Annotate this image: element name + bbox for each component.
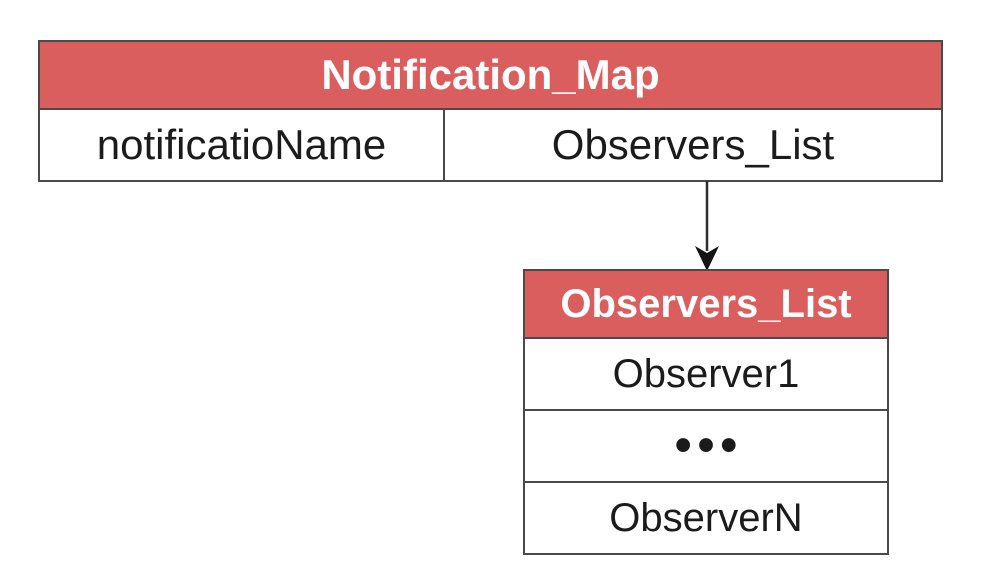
notification-map-cell-notificationame: notificatioName: [40, 110, 445, 180]
notification-map-table: Notification_Map notificatioName Observe…: [38, 40, 943, 182]
observers-list-row-observern: ObserverN: [525, 481, 887, 553]
observers-list-row-observer1: Observer1: [612, 351, 800, 396]
observers-list-row-ellipsis: •••: [525, 409, 887, 481]
notification-map-cell-observers-list: Observers_List: [551, 121, 835, 168]
observers-list-title: Observers_List: [525, 271, 887, 339]
notification-map-title: Notification_Map: [40, 42, 941, 110]
notification-map-row: notificatioName Observers_List: [40, 110, 941, 180]
observers-list-table: Observers_List Observer1 ••• ObserverN: [523, 269, 889, 555]
arrow-down-icon: [695, 181, 719, 271]
